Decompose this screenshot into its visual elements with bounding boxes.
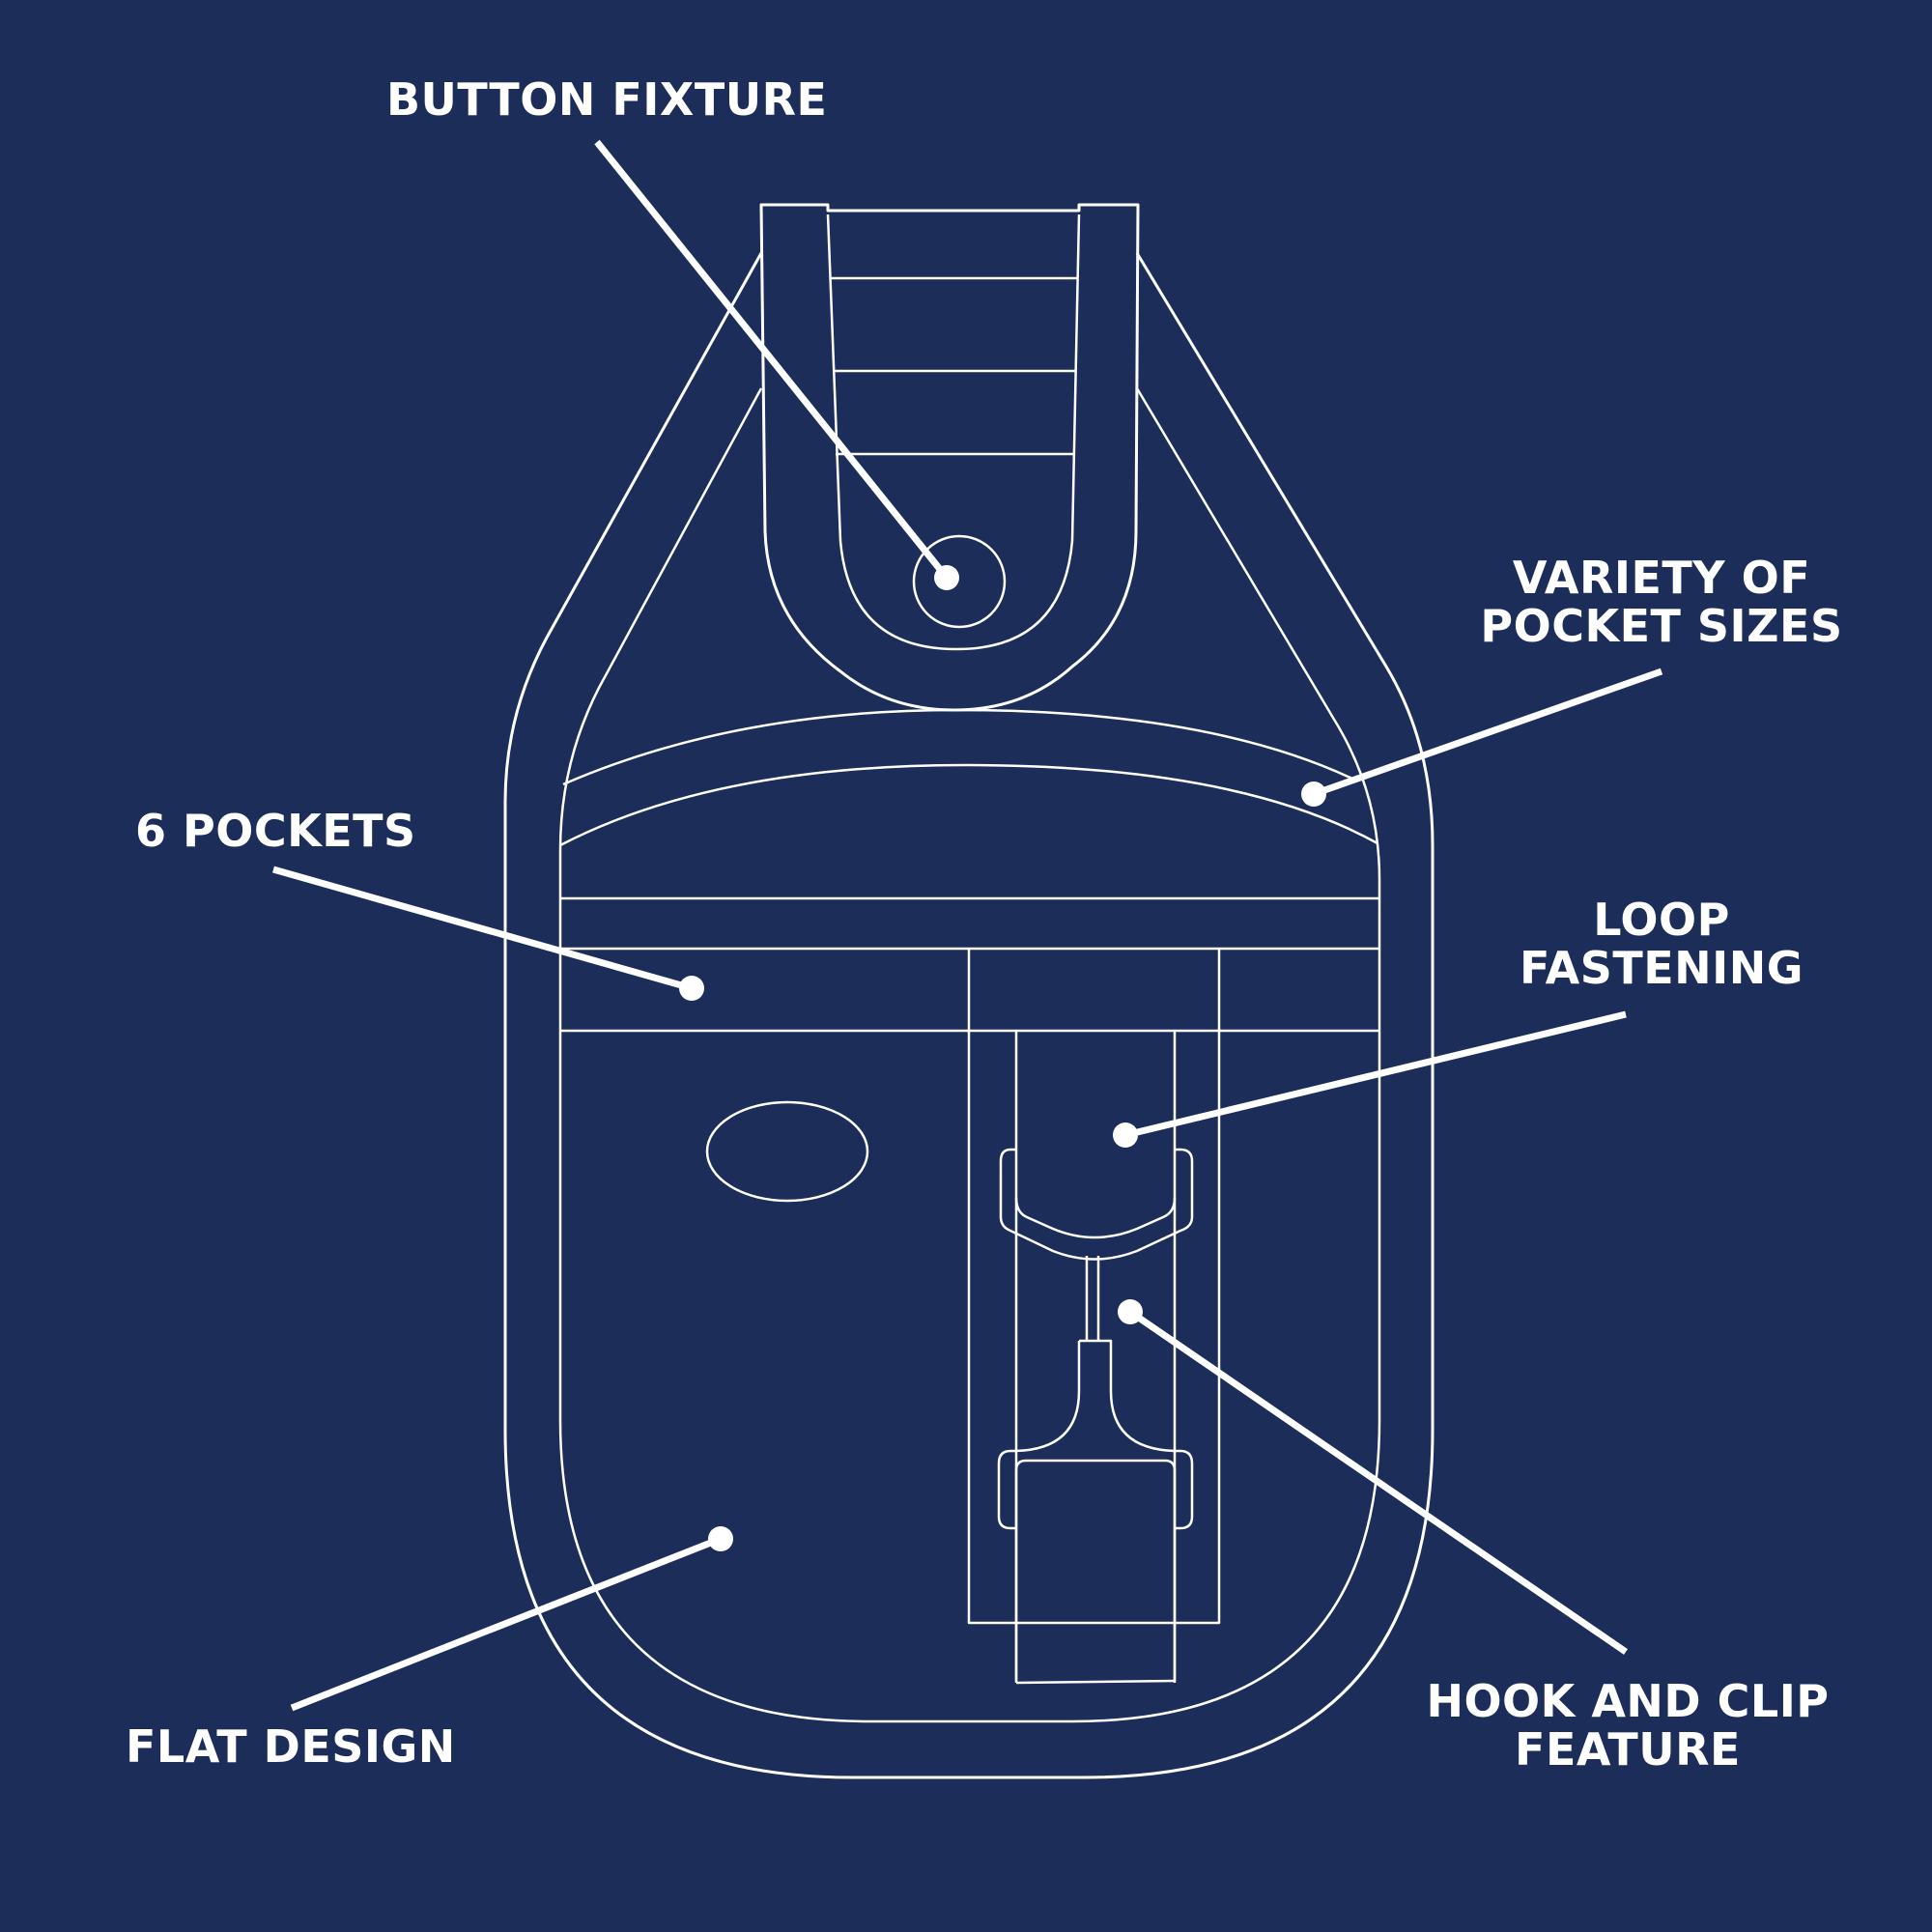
- leader-six-pockets: [272, 866, 693, 992]
- button-fixture-outer-ring: [912, 534, 1007, 629]
- label-hook-clip: HOOK AND CLIP FEATURE: [1425, 1677, 1831, 1774]
- hook-clip-bottom: [1015, 1679, 1176, 1685]
- dot-button-fixture: [934, 565, 959, 590]
- dot-flat-design: [708, 1526, 733, 1551]
- loop-fastening-buckle: [999, 1148, 1194, 1261]
- belt-loop-inner: [826, 213, 1081, 651]
- label-six-pockets: 6 POCKETS: [135, 807, 415, 855]
- label-pocket-sizes: VARIETY OF POCKET SIZES: [1468, 554, 1855, 650]
- label-loop-fastening-line2: FASTENING: [1519, 942, 1804, 994]
- hook-clip-tab: [1014, 1459, 1177, 1681]
- leader-pocket-sizes: [1312, 668, 1663, 798]
- center-pocket-outline: [967, 949, 1221, 1625]
- leader-flat-design: [290, 1535, 723, 1712]
- dot-six-pockets: [679, 976, 704, 1001]
- label-hook-clip-line2: FEATURE: [1515, 1723, 1741, 1776]
- leader-loop-fastening: [1124, 1010, 1627, 1139]
- dot-loop-fastening: [1113, 1122, 1138, 1148]
- pouch-outer-outline: [503, 252, 1435, 1779]
- label-pocket-sizes-line2: POCKET SIZES: [1480, 600, 1843, 652]
- label-hook-clip-line1: HOOK AND CLIP: [1426, 1675, 1830, 1727]
- leader-hook-clip: [1128, 1309, 1628, 1655]
- label-button-fixture: BUTTON FIXTURE: [386, 73, 828, 126]
- label-loop-fastening: LOOP FASTENING: [1507, 895, 1816, 992]
- oval-pocket: [705, 1100, 869, 1203]
- label-six-pockets-line1: 6 POCKETS: [135, 805, 416, 857]
- belt-loop-outer: [759, 203, 1140, 712]
- hook-clip-frame: [997, 1449, 1194, 1530]
- pouch-inner-outline: [558, 387, 1381, 1723]
- label-loop-fastening-line1: LOOP: [1593, 894, 1730, 946]
- label-pocket-sizes-line1: VARIETY OF: [1512, 552, 1811, 604]
- label-flat-design-line1: FLAT DESIGN: [126, 1720, 456, 1773]
- flap-arc-outer: [562, 708, 1355, 786]
- loop-fastening-inner: [1014, 1197, 1177, 1239]
- hook-clip-body: [1015, 1339, 1176, 1453]
- flap-arc-inner: [559, 763, 1378, 847]
- dot-hook-clip: [1118, 1299, 1143, 1324]
- leader-button-fixture: [594, 139, 950, 581]
- label-button-fixture-line1: BUTTON FIXTURE: [386, 73, 828, 126]
- dot-pocket-sizes: [1301, 781, 1326, 807]
- label-flat-design: FLAT DESIGN: [126, 1720, 456, 1773]
